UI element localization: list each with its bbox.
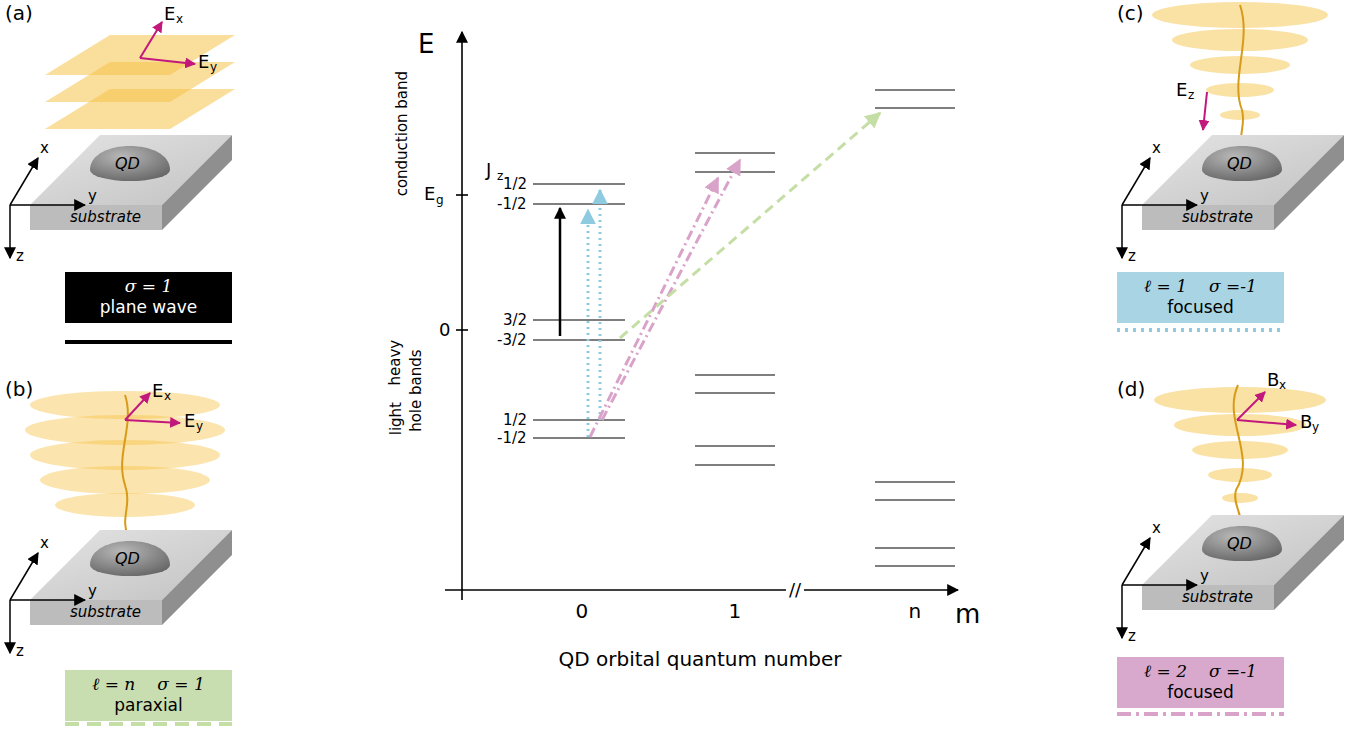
axis-label: z [16, 643, 24, 660]
field-vectors [1237, 392, 1296, 425]
band-label: conduction band [394, 68, 411, 198]
substrate-label: substrate [70, 604, 141, 621]
axis-label: x [40, 535, 49, 552]
polarization-formula: ℓ = 1 [1144, 276, 1187, 297]
level-label: -1/2 [497, 430, 527, 447]
panel-letter: (d) [1117, 378, 1145, 401]
beam-type-text: paraxial [114, 695, 183, 716]
key-line-solid [65, 340, 232, 344]
axis-label: x [1152, 520, 1161, 537]
m-axis-label: m [955, 600, 980, 630]
level-label: -3/2 [497, 332, 527, 349]
substrate-with-dot [10, 135, 232, 258]
plane-wave-fronts [45, 35, 235, 129]
level-label: -1/2 [497, 196, 527, 213]
focused-key-box: ℓ = 2 σ =-1focused [1117, 657, 1284, 708]
qd-label: QD [1227, 535, 1252, 553]
beam-type-text: focused [1167, 297, 1234, 318]
axis-label: z [1128, 628, 1136, 645]
axis-title: QD orbital quantum number [559, 648, 842, 671]
panel-letter: (b) [5, 378, 33, 401]
polarization-formula: ℓ = n [92, 674, 135, 695]
field-vectors [1203, 92, 1207, 130]
panel-letter: (a) [5, 2, 33, 25]
tick-label: 1 [729, 600, 742, 623]
substrate-label: substrate [70, 209, 141, 226]
axis-label: z [1128, 248, 1136, 265]
jz-subscript: z [497, 170, 503, 184]
field-vector-label: E [184, 411, 195, 432]
energy-axis-label: E [418, 30, 434, 60]
energy-axes [445, 32, 958, 600]
gap-label: E [424, 184, 435, 205]
field-vector-subscript: x [164, 390, 171, 404]
band-label: hole bands [408, 349, 425, 431]
tick-label: n [909, 600, 922, 623]
focused-key-box: ℓ = 1 σ =-1focused [1117, 272, 1284, 323]
focused-vortex-beam [1154, 385, 1326, 528]
tick-label: 0 [576, 600, 589, 623]
field-vector-subscript: y [210, 61, 217, 75]
panel-letter: (c) [1117, 2, 1144, 25]
level-label: 1/2 [503, 412, 527, 429]
paraxial-vortex-beam [25, 391, 225, 535]
field-vector-label: E [164, 4, 175, 25]
key-line-dashed [65, 722, 232, 726]
axis-label: x [1152, 140, 1161, 157]
band-label: heavy [387, 339, 404, 385]
paraxial-key-box: ℓ = n σ = 1paraxial [65, 670, 232, 721]
qd-label: QD [115, 550, 140, 568]
field-vector-subscript: x [176, 13, 183, 27]
jz-label: J [486, 160, 491, 181]
band-label: light [388, 402, 405, 435]
qd-label: QD [1227, 155, 1252, 173]
field-vectors [140, 22, 195, 64]
level-label: 3/2 [503, 312, 527, 329]
axis-label: y [1200, 568, 1209, 585]
field-vector-subscript: z [1188, 89, 1194, 103]
substrate-label: substrate [1182, 589, 1253, 606]
substrate-with-dot [10, 530, 232, 653]
field-vector-label: B [1300, 412, 1312, 433]
level-label: 1/2 [503, 176, 527, 193]
substrate-label: substrate [1182, 209, 1253, 226]
axis-label: y [88, 583, 97, 600]
field-vector-label: E [152, 381, 163, 402]
transition-arrows [560, 113, 880, 437]
focused-vortex-beam [1152, 2, 1328, 148]
polarization-formula: σ = 1 [125, 276, 172, 297]
energy-levels [533, 90, 955, 566]
qd-label: QD [115, 155, 140, 173]
axis-break: // [786, 580, 804, 601]
key-line-dotted [1117, 328, 1284, 332]
plane-wave-key-box: σ = 1plane wave [65, 272, 232, 323]
field-vector-label: E [198, 52, 209, 73]
polarization-formula: σ =-1 [1209, 276, 1257, 297]
field-vector-label: E [1176, 80, 1187, 101]
key-line-dashdot [1117, 712, 1284, 716]
beam-type-text: focused [1167, 682, 1234, 703]
gap-subscript: g [436, 194, 444, 208]
zero-energy-label: 0 [439, 320, 450, 341]
substrate-with-dot [1122, 135, 1344, 258]
polarization-formula: σ =-1 [1209, 661, 1257, 682]
field-vector-subscript: y [196, 420, 203, 434]
field-vector-subscript: y [1312, 421, 1319, 435]
substrate-with-dot [1122, 515, 1344, 638]
axis-label: z [16, 248, 24, 265]
axis-label: y [1200, 188, 1209, 205]
field-vector-subscript: x [1279, 379, 1286, 393]
beam-type-text: plane wave [100, 297, 197, 318]
polarization-formula: σ = 1 [157, 674, 204, 695]
axis-label: y [88, 188, 97, 205]
field-vector-label: B [1267, 370, 1279, 391]
polarization-formula: ℓ = 2 [1144, 661, 1187, 682]
axis-label: x [40, 140, 49, 157]
